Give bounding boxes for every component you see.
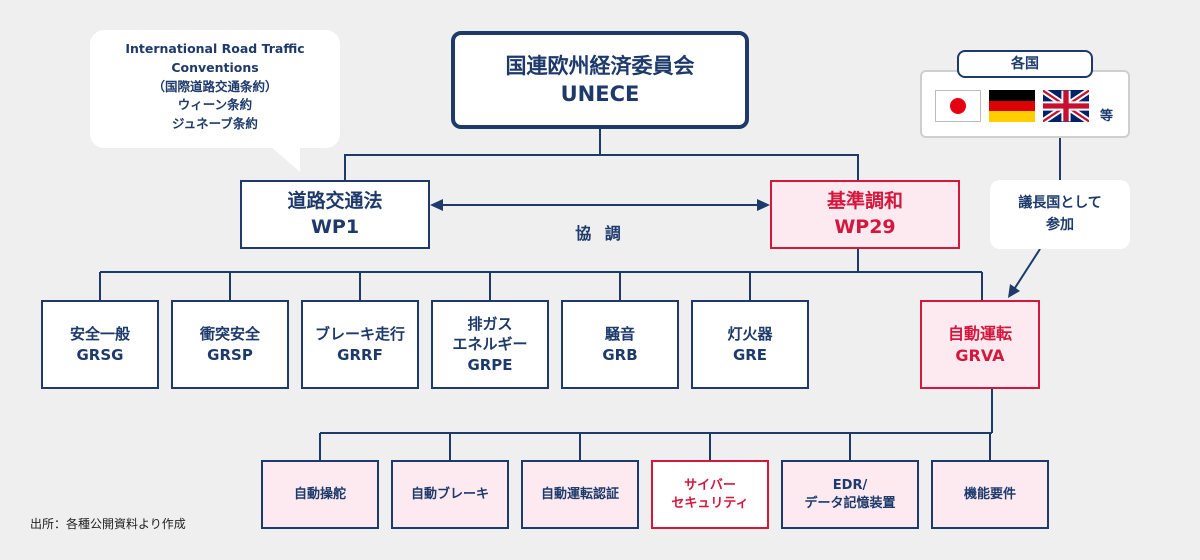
wg-title: 安全一般	[69, 325, 130, 344]
wp29-title: 基準調和	[826, 189, 903, 212]
wg-code: GRRF	[337, 345, 383, 364]
chair-line: 参加	[1046, 217, 1074, 234]
bubble-line: ジュネーブ条約	[172, 116, 258, 131]
bubble-line: Conventions	[171, 59, 259, 75]
working-group-gre: 灯火器 GRE	[691, 300, 809, 389]
subgroup-cybersecurity: サイバー セキュリティ	[651, 460, 769, 529]
subgroup-edr: EDR/ データ記憶装置	[781, 460, 919, 529]
wp1-box: 道路交通法 WP1	[240, 180, 430, 249]
working-group-grva: 自動運転 GRVA	[920, 300, 1040, 389]
subgroup-label: 自動操舵	[293, 486, 346, 502]
subgroup-certification: 自動運転認証	[521, 460, 639, 529]
subgroup-label: 機能要件	[963, 486, 1016, 502]
etc-label: 等	[1100, 109, 1114, 124]
subgroup-label: EDR/	[832, 477, 868, 493]
wg-code: GRPE	[467, 355, 513, 374]
chair-note: 議長国として 参加	[990, 180, 1130, 249]
unece-box: 国連欧州経済委員会 UNECE	[451, 31, 749, 129]
grva-code: GRVA	[955, 345, 1005, 365]
working-group-grpe: 排ガス エネルギー GRPE	[431, 300, 549, 389]
working-group-grb: 騒音 GRB	[561, 300, 679, 389]
wp29-box: 基準調和 WP29	[770, 180, 960, 249]
subgroup-label: セキュリティ	[671, 495, 749, 511]
germany-flag-icon	[989, 90, 1035, 122]
working-group-grrf: ブレーキ走行 GRRF	[301, 300, 419, 389]
bubble-line: ウィーン条約	[177, 97, 253, 113]
subgroup-label: 自動ブレーキ	[410, 486, 489, 502]
uk-flag-icon	[1043, 90, 1089, 122]
subgroup-label: データ記憶装置	[804, 495, 896, 511]
wg-subtitle: エネルギー	[452, 335, 528, 354]
chair-line: 議長国として	[1018, 195, 1102, 211]
wg-code: GRSP	[207, 345, 253, 364]
wp1-title: 道路交通法	[287, 189, 383, 212]
wg-title: 衝突安全	[199, 325, 260, 344]
wg-code: GRB	[602, 345, 638, 364]
subgroup-label: サイバー	[684, 477, 736, 493]
subgroup-label: 自動運転認証	[540, 486, 619, 502]
bubble-line: International Road Traffic	[125, 41, 305, 56]
working-group-grsp: 衝突安全 GRSP	[171, 300, 289, 389]
conventions-bubble: International Road Traffic Conventions （…	[90, 30, 340, 148]
subgroup-functional-requirements: 機能要件	[931, 460, 1049, 529]
countries-label: 各国	[957, 50, 1093, 78]
wp1-code: WP1	[310, 215, 360, 238]
wg-title: 灯火器	[727, 325, 773, 344]
wg-title: 排ガス	[467, 315, 513, 334]
wg-code: GRE	[732, 345, 768, 364]
wg-title: 騒音	[604, 325, 635, 344]
bubble-line: （国際道路交通条約）	[152, 78, 278, 94]
subgroup-auto-steering: 自動操舵	[261, 460, 379, 529]
source-note: 出所：各種公開資料より作成	[30, 517, 186, 531]
wg-title: ブレーキ走行	[314, 325, 405, 344]
grva-title: 自動運転	[947, 323, 1012, 343]
coordination-label: 協 調	[575, 224, 625, 243]
wp29-code: WP29	[834, 215, 896, 238]
unece-abbr: UNECE	[560, 82, 640, 106]
working-group-grsg: 安全一般 GRSG	[41, 300, 159, 389]
subgroup-auto-brake: 自動ブレーキ	[391, 460, 509, 529]
unece-name: 国連欧州経済委員会	[505, 53, 695, 78]
wg-code: GRSG	[76, 345, 124, 364]
japan-flag-icon	[935, 90, 981, 122]
